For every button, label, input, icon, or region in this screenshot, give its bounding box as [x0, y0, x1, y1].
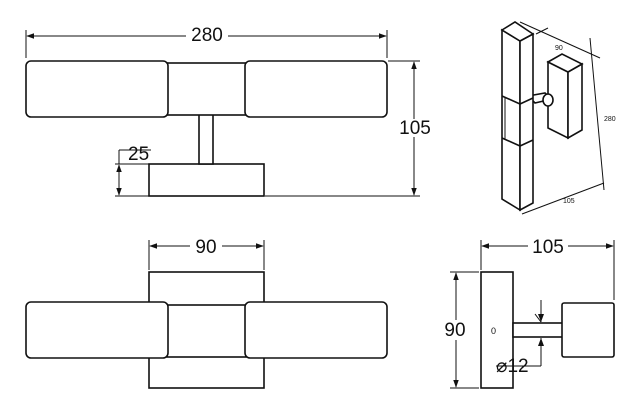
side-marker-label: 0	[491, 326, 496, 336]
iso-wall-plate-top	[546, 53, 584, 73]
iso-view: 90 280 105	[500, 21, 616, 215]
top-left-shade	[25, 301, 169, 359]
front-base-label: 25	[128, 144, 149, 165]
top-right-shade	[244, 301, 388, 359]
top-center-block	[166, 304, 247, 358]
side-diameter-label: ⌀12	[496, 356, 529, 377]
front-wall-base	[148, 163, 265, 197]
side-end-cap	[561, 302, 615, 358]
top-depth-label: 90	[195, 237, 216, 258]
front-right-shade	[244, 60, 388, 118]
iso-wall-plate-front	[567, 62, 583, 140]
front-height-label: 105	[399, 118, 431, 139]
iso-arm-end	[542, 93, 554, 107]
iso-depth-label: 105	[563, 198, 575, 205]
side-depth-label: 105	[532, 237, 564, 258]
iso-lamp-top-face	[500, 21, 535, 42]
iso-height-label: 280	[604, 116, 616, 123]
iso-lamp-right-face	[519, 32, 534, 212]
side-view: 0 105 90 ⌀12	[440, 236, 615, 389]
side-wall-plate	[480, 271, 514, 389]
iso-width-label: 90	[555, 45, 563, 52]
front-view: 280 105 25	[25, 24, 434, 197]
top-view: 90	[25, 236, 388, 389]
side-height-label: 90	[444, 320, 465, 341]
front-center-block	[166, 62, 247, 116]
side-tube	[512, 322, 564, 338]
front-support-arm	[198, 113, 214, 165]
front-left-shade	[25, 60, 169, 118]
front-width-label: 280	[191, 25, 223, 46]
